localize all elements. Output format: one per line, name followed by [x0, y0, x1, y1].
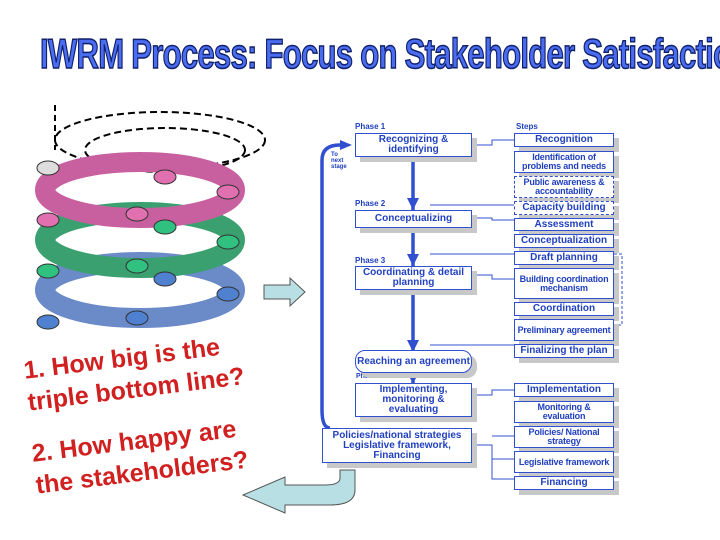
- right-arrow-icon: [263, 276, 306, 308]
- phase-4-label: Phase 4: [356, 373, 383, 380]
- step-box: Monitoring & evaluation: [514, 401, 614, 423]
- step-box: Legislative framework: [514, 451, 614, 473]
- step-box: Conceptualization: [514, 234, 614, 248]
- step-box: Draft planning: [514, 251, 614, 265]
- step-box: Building coordination mechanism: [514, 268, 614, 299]
- step-box: Finalizing the plan: [514, 344, 614, 358]
- u-turn-arrow-icon: [241, 469, 356, 514]
- step-box: Coordination: [514, 302, 614, 316]
- phase-2-box: Conceptualizing: [355, 210, 472, 228]
- step-box: Implementation: [514, 383, 614, 397]
- phase-3-label: Phase 3: [355, 256, 386, 265]
- policies-box: Policies/national strategies Legislative…: [322, 428, 472, 463]
- step-box: Policies/ National strategy: [514, 426, 614, 448]
- step-box: Recognition: [514, 133, 614, 147]
- to-next-stage-label: To next stage: [331, 152, 347, 170]
- agreement-box: Reaching an agreement: [355, 350, 472, 373]
- step-box: Preliminary agreement: [514, 319, 614, 341]
- step-box: Identification of problems and needs: [514, 151, 614, 173]
- step-box: Capacity building: [514, 201, 614, 215]
- step-box: Financing: [514, 476, 614, 490]
- phase-2-label: Phase 2: [355, 199, 386, 208]
- phase-3-box: Coordinating & detail planning: [355, 266, 472, 290]
- steps-label: Steps: [516, 122, 538, 131]
- step-box: Assessment: [514, 218, 614, 231]
- step-box: Public awareness & accountability: [514, 176, 614, 198]
- phase-1-box: Recognizing & identifying: [355, 133, 472, 157]
- phase-4-box: Implementing, monitoring & evaluating: [355, 383, 472, 417]
- phase-1-label: Phase 1: [355, 122, 386, 131]
